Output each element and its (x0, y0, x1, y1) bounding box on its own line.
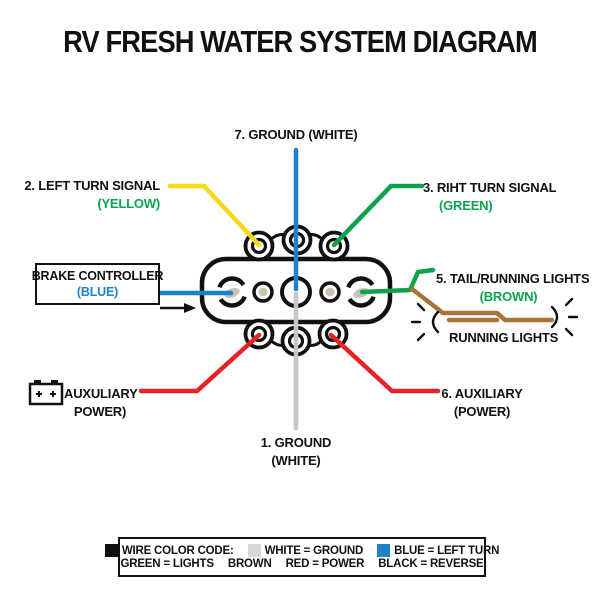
label-aux-left: AUXULIARY POWER) (64, 386, 138, 419)
blue-swatch-icon (377, 544, 391, 557)
label-left-turn-color: (YELLOW) (97, 196, 160, 211)
right-terminal-icon (345, 276, 377, 308)
legend-item-green: GREEN = LIGHTS (120, 558, 214, 570)
wire-aux-left-red (138, 332, 262, 394)
legend-row-1: WIRE COLOR CODE: WHITE = GROUND BLUE = L… (104, 544, 499, 557)
legend-row-2: GREEN = LIGHTS BROWN RED = POWER BLACK =… (120, 558, 483, 570)
legend-item-white: WHITE = GROUND (247, 544, 363, 557)
label-ground-top: 7. GROUND (WHITE) (234, 127, 358, 142)
legend-item-title: WIRE COLOR CODE: (104, 544, 234, 557)
label-right-turn: 3. RIHT TURN SIGNAL (GREEN) (423, 179, 583, 215)
label-brake-color: (BLUE) (76, 285, 119, 299)
wire-tail-green (359, 267, 436, 295)
legend-item-black: BLACK = REVERSE (378, 558, 484, 570)
label-aux-right: 6. AUXILIARY (POWER) (441, 386, 523, 419)
brake-controller-box: BRAKE CONTROLLER (BLUE) (32, 263, 163, 305)
legend-item-blue: BLUE = LEFT TURN (377, 544, 499, 557)
label-ground-bottom: 1. GROUND (WHITE) (260, 435, 332, 468)
small-pin-right (319, 281, 341, 303)
running-light-right-icon (550, 297, 579, 337)
left-terminal-icon (216, 276, 248, 308)
battery-icon (28, 380, 64, 406)
label-tail-color: (BROWN) (479, 289, 538, 304)
arrow-right-icon (160, 303, 196, 313)
small-pin-left (252, 281, 274, 303)
legend-item-red: RED = POWER (285, 558, 365, 570)
label-left-turn: 2. LEFT TURN SIGNAL (YELLOW) (20, 177, 160, 213)
white-swatch-icon (247, 544, 261, 557)
legend-item-brown: BROWN (227, 558, 272, 570)
running-light-left-icon (410, 302, 440, 342)
wire-left-turn-yellow (167, 183, 262, 248)
wire-right-turn-green (331, 183, 425, 248)
black-swatch-icon (104, 544, 118, 557)
label-tail-lights: 5. TAIL/RUNNING LIGHTS (BROWN) (436, 271, 590, 304)
label-right-turn-color: (GREEN) (439, 198, 493, 213)
wire-color-legend: WIRE COLOR CODE: WHITE = GROUND BLUE = L… (104, 537, 499, 577)
wire-running-lights-brown (409, 286, 555, 323)
page-title: RV FRESH WATER SYSTEM DIAGRAM (63, 24, 538, 59)
label-running-lights: RUNNING LIGHTS (449, 330, 559, 345)
wire-aux-right-red (328, 332, 441, 394)
